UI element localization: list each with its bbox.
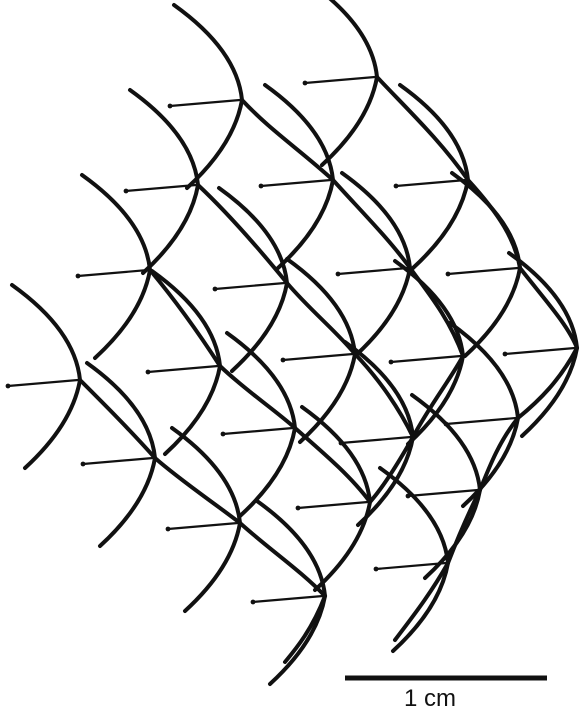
scale-ridge bbox=[480, 418, 518, 490]
arrow-origin-dot bbox=[281, 358, 286, 363]
scale-ridge bbox=[150, 270, 220, 366]
scale-outline bbox=[174, 5, 242, 188]
scale-outline bbox=[345, 342, 413, 525]
growth-arrow bbox=[338, 268, 408, 274]
scale-outline bbox=[152, 271, 220, 454]
growth-arrow bbox=[448, 268, 518, 274]
scale-outline bbox=[509, 253, 577, 436]
growth-direction-arrows bbox=[6, 77, 575, 604]
scale-outline bbox=[172, 428, 240, 611]
arrow-origin-dot bbox=[444, 422, 449, 427]
growth-arrow bbox=[391, 356, 461, 362]
arrow-origin-dot bbox=[251, 600, 256, 605]
arrow-origin-dot bbox=[394, 184, 399, 189]
scale-bar: 1 cm bbox=[345, 678, 547, 712]
scale-outlines bbox=[12, 0, 577, 684]
scale-ridge bbox=[395, 563, 448, 640]
arrow-origin-dot bbox=[446, 272, 451, 277]
scale-outline bbox=[82, 175, 150, 358]
arrow-origin-dot bbox=[259, 184, 264, 189]
growth-arrow bbox=[215, 283, 285, 289]
arrow-origin-dot bbox=[336, 272, 341, 277]
growth-arrow bbox=[305, 77, 375, 83]
growth-arrow bbox=[446, 418, 516, 424]
arrow-origin-dot bbox=[168, 104, 173, 109]
growth-arrow bbox=[78, 270, 148, 276]
scale-ridge bbox=[285, 596, 325, 662]
scale-ridge bbox=[198, 185, 287, 283]
arrow-origin-dot bbox=[503, 352, 508, 357]
scale-ridge bbox=[377, 77, 468, 180]
growth-arrow bbox=[298, 502, 368, 508]
growth-arrow bbox=[261, 180, 331, 186]
arrow-origin-dot bbox=[76, 274, 81, 279]
arrow-origin-dot bbox=[389, 360, 394, 365]
growth-arrow bbox=[223, 428, 293, 434]
scale-outline bbox=[265, 85, 333, 268]
growth-arrow bbox=[253, 596, 323, 602]
growth-arrow bbox=[505, 348, 575, 354]
scale-ridge bbox=[220, 366, 295, 428]
arrow-origin-dot bbox=[6, 384, 11, 389]
arrow-origin-dot bbox=[124, 189, 129, 194]
scale-ridge bbox=[333, 180, 410, 268]
growth-arrow bbox=[341, 437, 411, 443]
arrow-origin-dot bbox=[406, 494, 411, 499]
arrow-origin-dot bbox=[166, 527, 171, 532]
scale-outline bbox=[130, 90, 198, 273]
scale-outline bbox=[12, 285, 80, 468]
arrow-origin-dot bbox=[81, 462, 86, 467]
growth-arrow bbox=[408, 490, 478, 496]
scale-ridge bbox=[355, 354, 413, 437]
scale-ridge bbox=[410, 268, 463, 356]
scale-outline bbox=[287, 259, 355, 442]
arrow-origin-dot bbox=[303, 81, 308, 86]
growth-arrow bbox=[168, 523, 238, 529]
scale-outline bbox=[87, 363, 155, 546]
arrow-origin-dot bbox=[374, 567, 379, 572]
scale-ridge bbox=[448, 490, 480, 563]
growth-arrow bbox=[8, 380, 78, 386]
growth-arrow bbox=[83, 458, 153, 464]
scale-ridge bbox=[155, 458, 240, 523]
arrow-origin-dot bbox=[146, 370, 151, 375]
growth-arrow bbox=[396, 180, 466, 186]
scale-outline bbox=[302, 407, 370, 590]
arrow-origin-dot bbox=[213, 287, 218, 292]
arrow-origin-dot bbox=[296, 506, 301, 511]
growth-arrow bbox=[283, 354, 353, 360]
scale-ridge bbox=[413, 356, 463, 437]
scale-ridge bbox=[520, 268, 577, 348]
scale-bar-label: 1 cm bbox=[404, 685, 456, 712]
arrow-origin-dot bbox=[339, 441, 344, 446]
growth-arrow bbox=[148, 366, 218, 372]
arrow-origin-dot bbox=[221, 432, 226, 437]
growth-arrow bbox=[170, 100, 240, 106]
